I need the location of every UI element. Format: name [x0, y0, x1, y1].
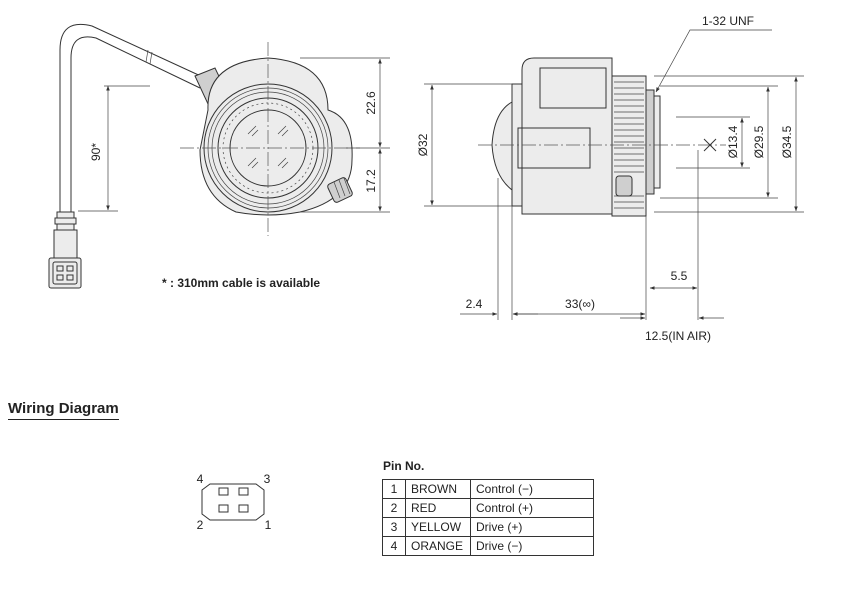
pin-function: Drive (−)	[470, 536, 594, 556]
pin-color: YELLOW	[405, 517, 471, 537]
table-row: 2 RED Control (+)	[382, 498, 594, 518]
dim-cable-angle: 90*	[89, 143, 103, 161]
pin-color: ORANGE	[405, 536, 471, 556]
table-row: 3 YELLOW Drive (+)	[382, 517, 594, 537]
pin-function: Drive (+)	[470, 517, 594, 537]
pin-number: 2	[382, 498, 406, 518]
dim-thread: 1-32 UNF	[702, 14, 754, 28]
dim-12-5: 12.5(IN AIR)	[645, 329, 711, 343]
dim-dia-13-4: Ø13.4	[726, 125, 740, 158]
side-dimensions: Ø32 1-32 UNF Ø13.4 Ø29.5 Ø34.5 5.5 2.4 3…	[416, 14, 804, 343]
iris-adjust-knob	[327, 177, 353, 203]
dim-22-6: 22.6	[364, 91, 378, 115]
cable-angle-dimension: 90*	[78, 85, 150, 212]
pin-no-header: Pin No.	[383, 459, 425, 473]
pin-function: Control (−)	[470, 479, 594, 499]
table-row: 4 ORANGE Drive (−)	[382, 536, 594, 556]
conn-label-2: 2	[197, 518, 204, 532]
dim-dia-29-5: Ø29.5	[752, 125, 766, 158]
pin-color: RED	[405, 498, 471, 518]
front-dimensions: 22.6 17.2	[300, 57, 390, 213]
dim-33: 33(∞)	[565, 297, 595, 311]
wiring-diagram-title: Wiring Diagram	[8, 400, 119, 420]
dim-dia-34-5: Ø34.5	[780, 125, 794, 158]
dim-2-4: 2.4	[466, 297, 483, 311]
connector-plug	[48, 211, 82, 289]
dim-dia-32: Ø32	[416, 133, 430, 156]
wiring-connector: 4 3 2 1	[197, 472, 272, 532]
side-view	[478, 57, 726, 217]
conn-label-1: 1	[265, 518, 272, 532]
pin-table: 1 BROWN Control (−) 2 RED Control (+) 3 …	[382, 479, 594, 556]
conn-label-4: 4	[197, 472, 204, 486]
dim-5-5: 5.5	[671, 269, 688, 283]
side-knob	[615, 175, 633, 197]
front-view	[180, 42, 360, 236]
pin-number: 3	[382, 517, 406, 537]
cable-note: * : 310mm cable is available	[162, 276, 320, 290]
dim-17-2: 17.2	[364, 169, 378, 193]
pin-number: 1	[382, 479, 406, 499]
conn-label-3: 3	[264, 472, 271, 486]
table-row: 1 BROWN Control (−)	[382, 479, 594, 499]
cable	[59, 24, 229, 212]
pin-number: 4	[382, 536, 406, 556]
pin-function: Control (+)	[470, 498, 594, 518]
pin-color: BROWN	[405, 479, 471, 499]
